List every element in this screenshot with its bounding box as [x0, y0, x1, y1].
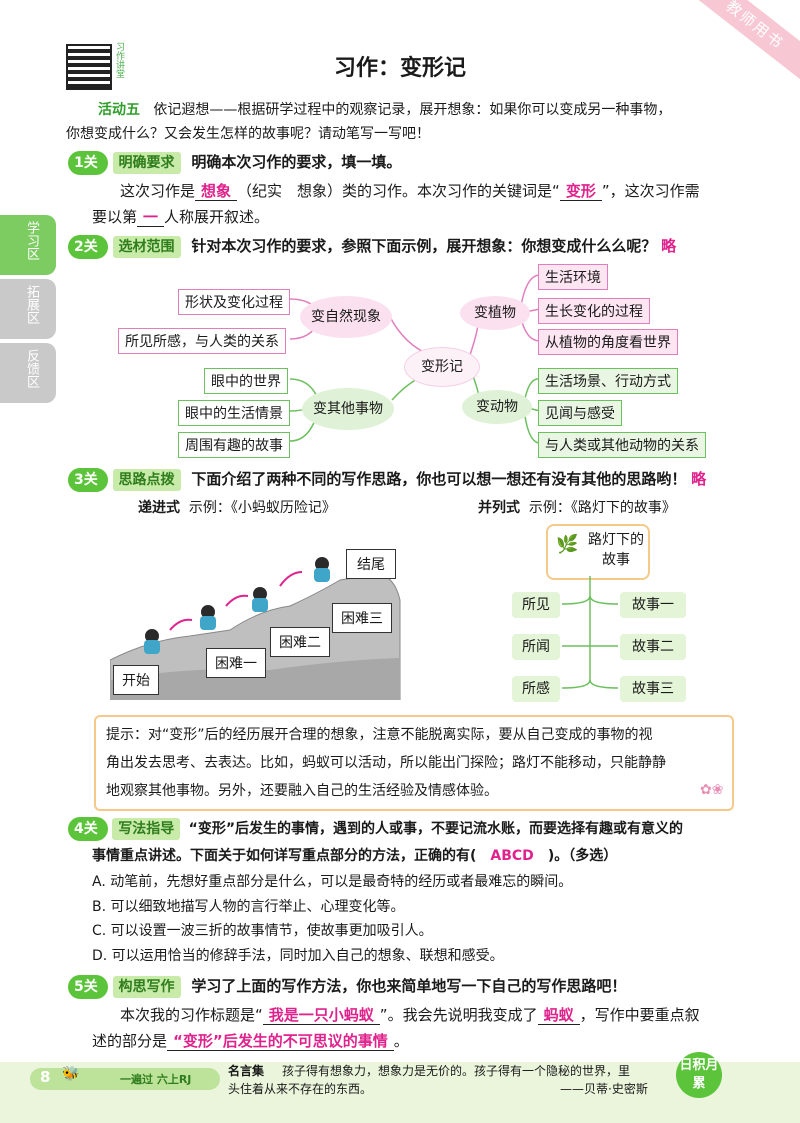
parallel-heading: 并列式 示例：《路灯下的故事》	[478, 500, 676, 516]
qr-code[interactable]	[66, 44, 112, 90]
mindmap-lines	[289, 274, 541, 444]
section-5-line-2: 述的部分是“变形”后发生的不可思议的事情。	[92, 1032, 409, 1051]
section-prompt: 针对本次习作的要求，参照下面示例，展开想象：你想变成什么么呢？	[191, 237, 657, 255]
mindmap-branch-other: 变其他事物	[302, 388, 394, 430]
section-5-line-1: 本次我的习作标题是“我是一只小蚂蚁”。我会先说明我变成了蚂蚁，写作中要重点叙	[120, 1006, 700, 1025]
side-tab-feedback[interactable]: 反馈区	[0, 343, 56, 403]
side-tab-extend[interactable]: 拓展区	[0, 279, 56, 339]
mindmap-item: 周围有趣的故事	[178, 432, 290, 458]
mindmap-item: 形状及变化过程	[178, 289, 290, 315]
lamp-icon: 🌿	[556, 534, 579, 555]
section-2-header: 2关 选材范围 针对本次习作的要求，参照下面示例，展开想象：你想变成什么么呢？ …	[68, 235, 676, 259]
quote-line-1: 孩子得有想象力，想象力是无价的。孩子得有一个隐秘的世界，里	[282, 1064, 631, 1078]
answer-blank: “变形”后发生的不可思议的事情	[167, 1032, 394, 1051]
level-name: 明确要求	[112, 152, 181, 174]
mountain-illustration	[110, 557, 401, 700]
mindmap-item: 生长变化的过程	[538, 298, 650, 324]
mindmap-item: 见闻与感受	[538, 400, 622, 426]
level-badge: 1关	[68, 151, 108, 175]
mindmap-item: 所见所感，与人类的关系	[118, 328, 286, 354]
activity-text-2: 你想变成什么？又会发生怎样的故事呢？请动笔写一写吧！	[66, 126, 430, 142]
activity-label: 活动五	[98, 102, 140, 118]
lamp-title: 路灯下的故事	[588, 532, 644, 568]
page-title: 习作：变形记	[333, 56, 466, 81]
quote-line-2: 头住着从来不存在的东西。	[228, 1082, 373, 1096]
mindmap-center: 变形记	[404, 347, 480, 387]
section-prompt: 明确本次习作的要求，填一填。	[191, 153, 402, 171]
level-name: 构思写作	[112, 976, 181, 998]
level-badge: 3关	[68, 468, 108, 492]
mindmap-branch-nature: 变自然现象	[300, 296, 392, 338]
level-badge: 5关	[68, 975, 108, 999]
answer-blank: 一	[137, 208, 165, 227]
answer-blank: 我是一只小蚂蚁	[262, 1006, 380, 1025]
level-badge: 2关	[68, 235, 108, 259]
level-badge: 4关	[68, 817, 108, 841]
mindmap-branch-animal: 变动物	[462, 390, 532, 424]
tip-line: 提示：对“变形”后的经历展开合理的想象，注意不能脱离实际，要从自己变成的事物的视	[106, 727, 653, 743]
parallel-lines	[561, 576, 619, 689]
side-tabs: 学习区 拓展区 反馈区	[0, 215, 56, 405]
parallel-left: 所见	[512, 592, 560, 618]
flower-icon: ✿❀	[700, 782, 724, 798]
parallel-right: 故事二	[620, 634, 686, 660]
section-prompt: “变形”后发生的事情，遇到的人或事，不要记流水账，而要选择有趣或有意义的	[188, 821, 684, 837]
answer-text: 略	[661, 237, 677, 255]
stair-difficulty-2: 困难二	[270, 627, 330, 657]
section-4-prompt-2: 事情重点讲述。下面关于如何详写重点部分的方法，正确的有(ABCD)。（多选）	[92, 848, 618, 864]
parallel-left: 所闻	[512, 634, 560, 660]
section-1-line-1: 这次习作是想象（纪实 想象）类的习作。本次习作的关键词是“变形”，这次习作需	[120, 182, 700, 201]
option-a: A. 动笔前，先想好重点部分是什么，可以是最奇特的经历或者最难忘的瞬间。	[92, 874, 573, 890]
tip-box: 提示：对“变形”后的经历展开合理的想象，注意不能脱离实际，要从自己变成的事物的视…	[94, 715, 734, 811]
mascot-icon: 🐝	[62, 1066, 80, 1082]
mindmap-item: 眼中的生活情景	[178, 400, 290, 426]
mindmap-item: 眼中的世界	[204, 368, 288, 394]
mindmap-item: 生活环境	[538, 264, 608, 290]
answer-blank: 变形	[559, 182, 602, 201]
level-name: 思路点拨	[112, 469, 181, 491]
answer-text: ABCD	[490, 848, 534, 864]
footer-brand-bar	[30, 1068, 220, 1090]
qr-caption: 习作讲堂	[114, 42, 124, 78]
brand-name: 一遍过 六上RJ	[120, 1073, 192, 1086]
tip-line: 角出发去思考、去表达。比如，蚂蚁可以活动，所以能出门探险；路灯不能移动，只能静静	[106, 755, 666, 771]
stair-start: 开始	[113, 665, 159, 695]
parallel-left: 所感	[512, 676, 560, 702]
option-d: D. 可以运用恰当的修辞手法，同时加入自己的想象、联想和感受。	[92, 948, 504, 964]
parallel-right: 故事一	[620, 592, 686, 618]
answer-blank: 蚂蚁	[537, 1006, 580, 1025]
quote-author: ——贝蒂·史密斯	[560, 1082, 648, 1096]
option-c: C. 可以设置一波三折的故事情节，使故事更加吸引人。	[92, 923, 433, 939]
section-1-header: 1关 明确要求 明确本次习作的要求，填一填。	[68, 151, 401, 175]
mindmap-item: 生活场景、行动方式	[538, 368, 678, 394]
answer-text: 略	[691, 470, 707, 488]
stair-difficulty-1: 困难一	[206, 648, 266, 678]
mindmap-item: 从植物的角度看世界	[538, 329, 678, 355]
mindmap-branch-plant: 变植物	[460, 296, 530, 330]
stair-ending: 结尾	[346, 549, 396, 579]
quote-label: 名言集	[228, 1064, 265, 1078]
activity-text-1: 依记遐想——根据研学过程中的观察记录，展开想象：如果你可以变成另一种事物，	[153, 102, 672, 118]
progressive-heading: 递进式 示例：《小蚂蚁历险记》	[138, 500, 336, 516]
level-name: 选材范围	[112, 236, 181, 258]
lamp-title-box: 🌿 路灯下的故事	[546, 524, 650, 580]
section-prompt: 学习了上面的写作方法，你也来简单地写一下自己的写作思路吧！	[191, 977, 627, 995]
section-prompt: 下面介绍了两种不同的写作思路，你也可以想一想还有没有其他的思路哟！	[191, 470, 687, 488]
level-name: 写法指导	[112, 818, 181, 840]
option-b: B. 可以细致地描写人物的言行举止、心理变化等。	[92, 899, 405, 915]
side-tab-study[interactable]: 学习区	[0, 215, 56, 275]
parallel-right: 故事三	[620, 676, 686, 702]
section-4-header: 4关 写法指导 “变形”后发生的事情，遇到的人或事，不要记流水账，而要选择有趣或…	[68, 817, 683, 841]
stair-difficulty-3: 困难三	[332, 603, 392, 633]
section-1-line-2: 要以第一人称展开叙述。	[92, 208, 270, 227]
answer-blank: 想象	[195, 182, 238, 201]
activity-intro: 活动五 依记遐想——根据研学过程中的观察记录，展开想象：如果你可以变成另一种事物…	[98, 97, 758, 123]
page-number: 8	[40, 1068, 51, 1086]
section-3-header: 3关 思路点拨 下面介绍了两种不同的写作思路，你也可以想一想还有没有其他的思路哟…	[68, 468, 706, 492]
daily-badge: 日积月累	[676, 1052, 722, 1098]
section-5-header: 5关 构思写作 学习了上面的写作方法，你也来简单地写一下自己的写作思路吧！	[68, 975, 626, 999]
mindmap-item: 与人类或其他动物的关系	[538, 432, 706, 458]
tip-line: 地观察其他事物。另外，还要融入自己的生活经验及情感体验。	[106, 783, 498, 799]
